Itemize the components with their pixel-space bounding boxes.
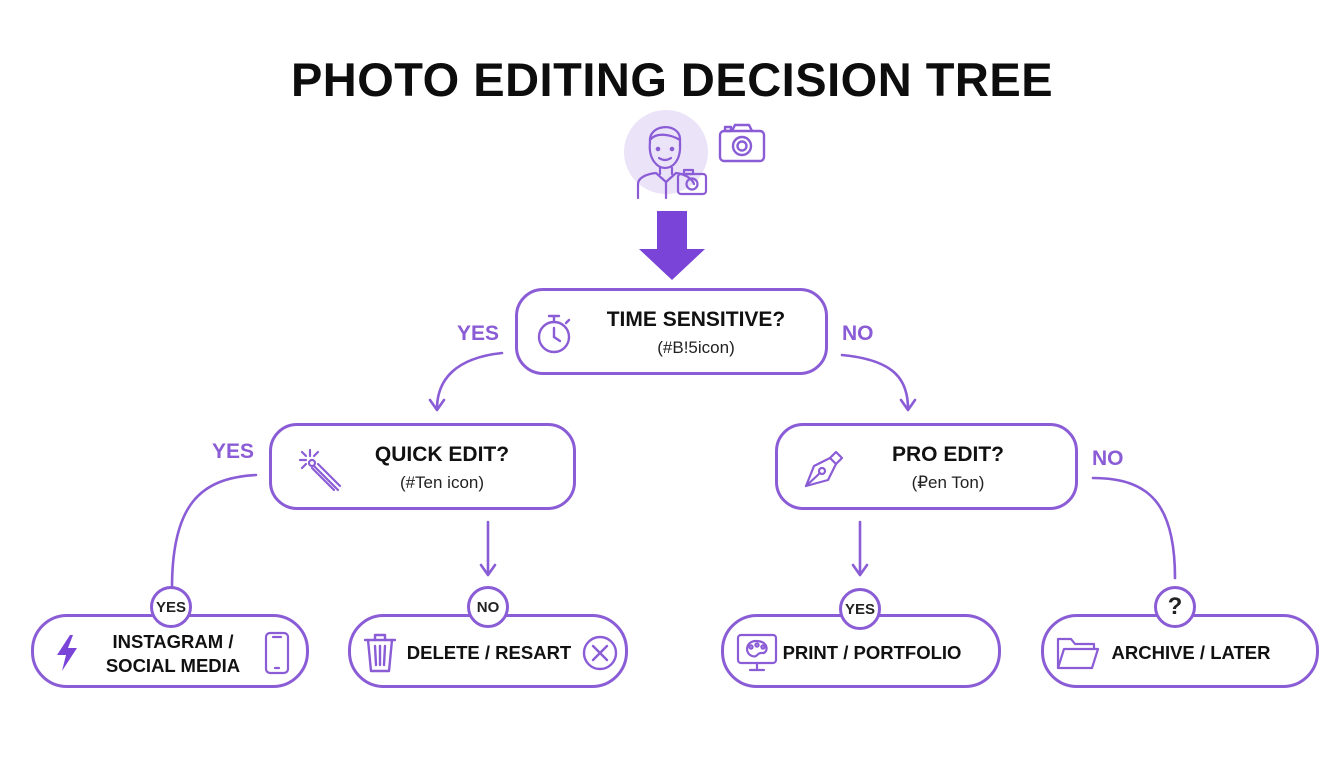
edge-quick-yes — [170, 473, 258, 590]
badge-print-yes: YES — [839, 588, 881, 630]
outcome-archive-label: ARCHIVE / LATER — [1111, 642, 1271, 663]
outcome-print-label: PRINT / PORTFOLIO — [782, 642, 962, 663]
pen-nib-icon — [800, 444, 848, 492]
decision-pro-edit: PRO EDIT? (₽en Ton) — [775, 423, 1078, 510]
note-time-sensitive: (#B!5icon) — [657, 338, 735, 357]
decision-quick-edit: QUICK EDIT? (#Ten icon) — [269, 423, 576, 510]
question-pro-edit: PRO EDIT? — [891, 443, 1004, 466]
edge-pro-no — [1091, 476, 1177, 580]
note-quick-edit: (#Ten icon) — [399, 473, 485, 492]
close-circle-icon — [581, 634, 619, 672]
outcome-print-portfolio: PRINT / PORTFOLIO — [721, 614, 1001, 688]
question-time-sensitive: TIME SENSITIVE? — [606, 308, 786, 331]
outcome-delete-label: DELETE / RESART — [406, 642, 572, 663]
decision-time-sensitive: TIME SENSITIVE? (#B!5icon) — [515, 288, 828, 375]
photographer-avatar-icon — [620, 110, 712, 202]
folder-icon — [1056, 635, 1100, 671]
edge-label-time-no: NO — [842, 322, 874, 345]
monitor-palette-icon — [736, 633, 778, 673]
outcome-instagram-line1: INSTAGRAM / — [112, 631, 234, 652]
edge-time-no — [840, 353, 910, 411]
outcome-archive-later: ARCHIVE / LATER — [1041, 614, 1319, 688]
lightning-icon — [54, 634, 80, 672]
badge-archive-question: ? — [1154, 586, 1196, 628]
page-title: PHOTO EDITING DECISION TREE — [290, 53, 1054, 106]
stopwatch-icon — [534, 311, 574, 355]
smartphone-icon — [264, 631, 290, 675]
magic-wand-icon — [294, 446, 342, 494]
badge-delete-no: NO — [467, 586, 509, 628]
edge-label-time-yes: YES — [457, 322, 500, 345]
edge-label-pro-no: NO — [1092, 447, 1124, 470]
trash-icon — [363, 632, 397, 674]
edge-label-quick-yes: YES — [212, 440, 255, 463]
outcome-instagram-line2: SOCIAL MEDIA — [105, 655, 241, 676]
camera-icon — [718, 122, 766, 164]
edge-time-yes — [435, 351, 504, 411]
main-flow-arrow — [639, 211, 705, 280]
badge-instagram-yes: YES — [150, 586, 192, 628]
question-quick-edit: QUICK EDIT? — [374, 443, 510, 466]
note-pro-edit: (₽en Ton) — [911, 473, 985, 492]
